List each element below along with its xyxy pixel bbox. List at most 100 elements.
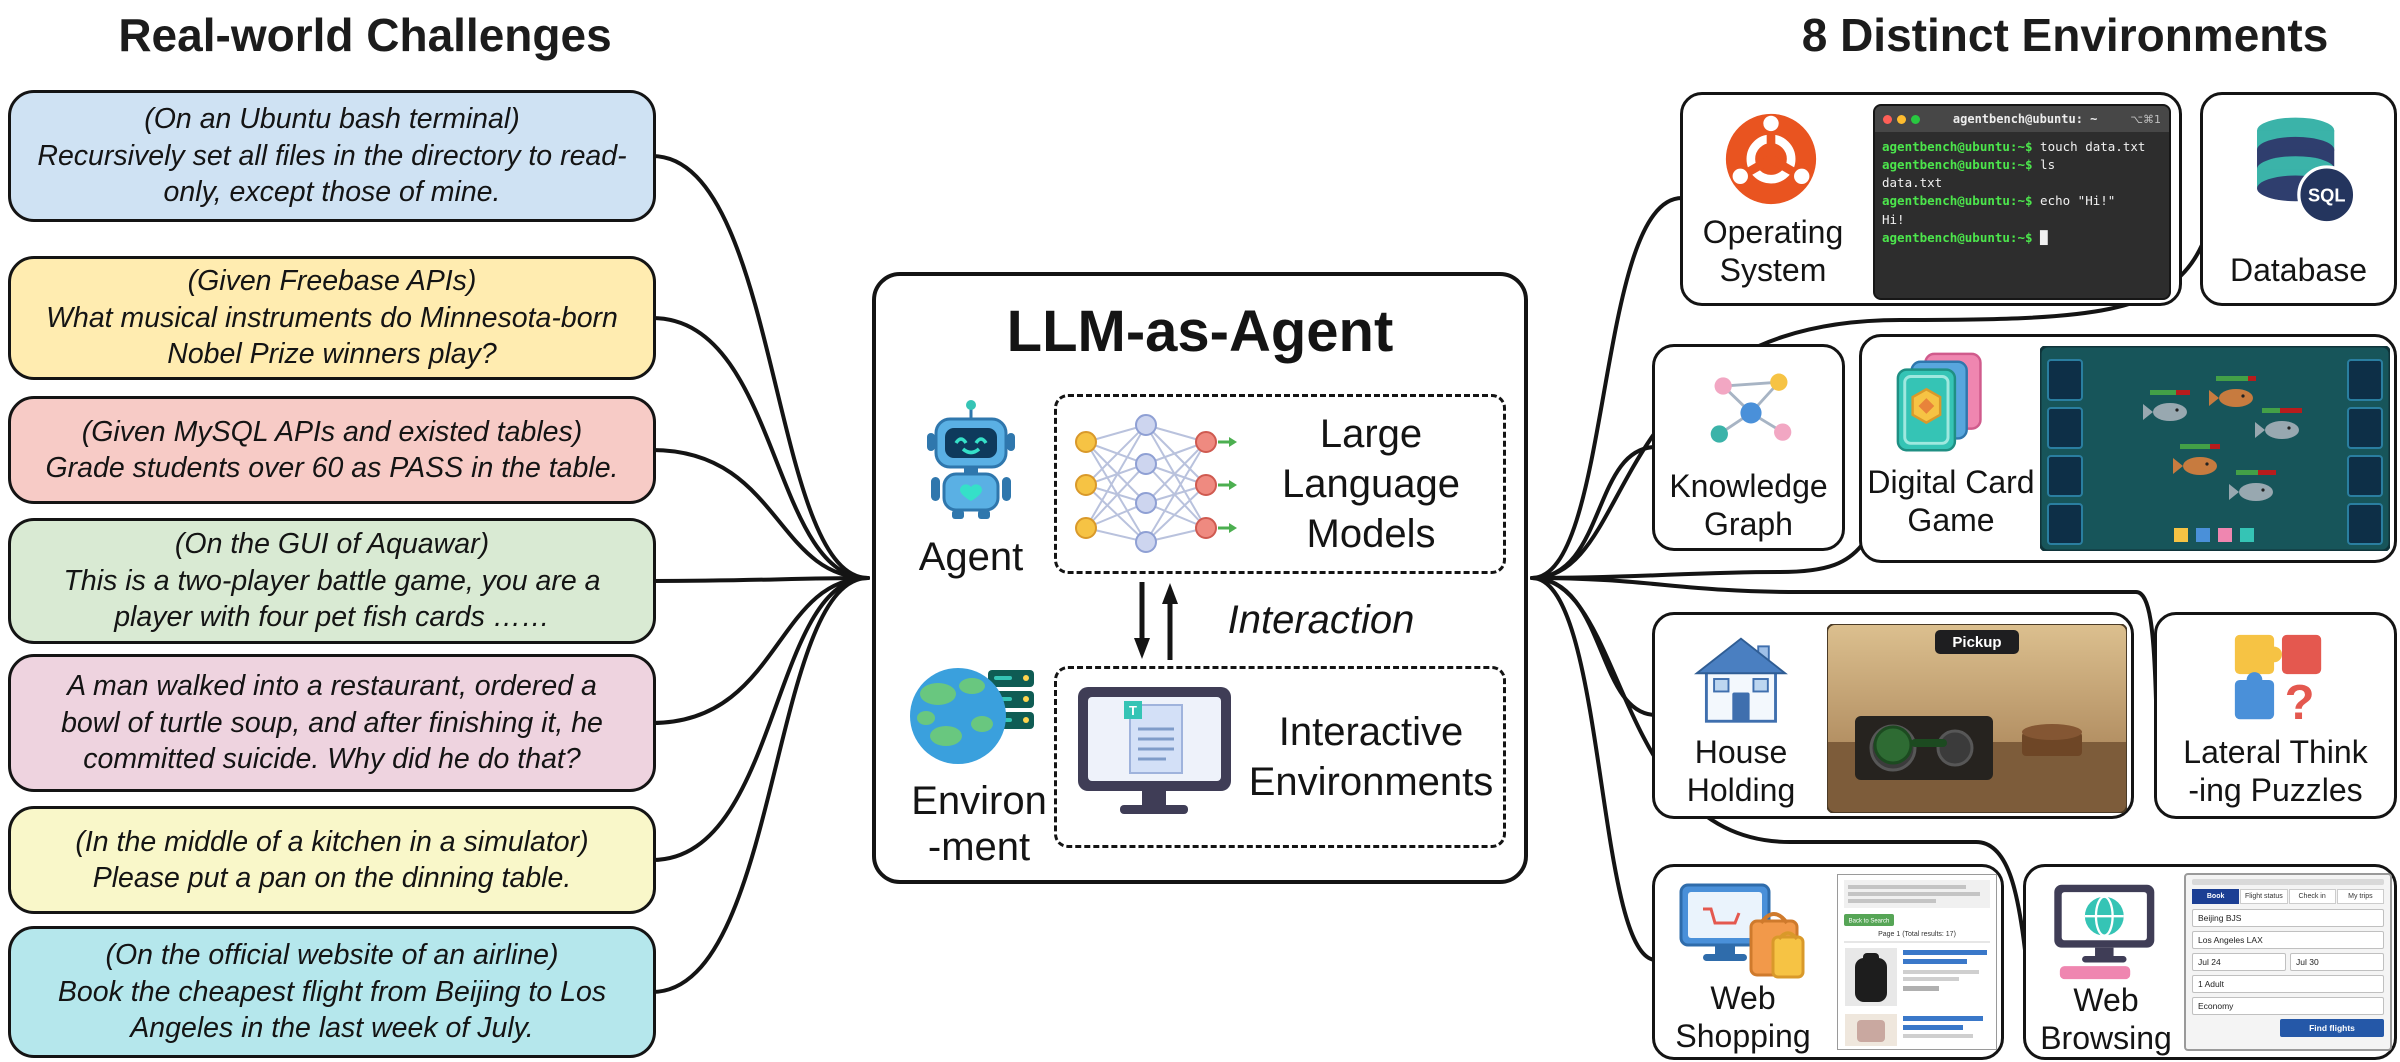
card-game-screenshot: [2040, 346, 2390, 551]
challenge-context: (On an Ubuntu bash terminal): [144, 103, 520, 136]
envbox-database: SQL Database: [2200, 92, 2397, 306]
left-card-column: [2047, 359, 2083, 545]
env-label-lateral-thinking-puzzles: Lateral Think -ing Puzzles: [2183, 734, 2368, 809]
terminal-shortcut-badge: ⌥⌘1: [2130, 112, 2161, 126]
challenge-text: Book the cheapest flight from Beijing to…: [57, 975, 607, 1045]
results-count-text: Page 1 (Total results: 17): [1878, 931, 1956, 938]
svg-text:Back to Search: Back to Search: [1849, 919, 1890, 925]
find-flights-button: Find flights: [2280, 1019, 2384, 1037]
maximize-icon: [1911, 114, 1920, 124]
envbox-digital-card-game: Digital Card Game: [1859, 334, 2397, 563]
monitor-document-icon: T: [1078, 687, 1231, 814]
env-label-digital-card-game: Digital Card Game: [1867, 464, 2035, 539]
cabin-select: Economy: [2192, 997, 2384, 1015]
challenge-ubuntu-terminal: (On an Ubuntu bash terminal) Recursively…: [8, 90, 656, 222]
connector-line: [650, 576, 870, 583]
llm-dashed-box: Large Language Models: [1054, 394, 1506, 574]
connector-line: [1530, 196, 1684, 580]
challenge-mysql-apis: (Given MySQL APIs and existed tables) Gr…: [8, 396, 656, 504]
llm-label: Large Language Models: [1282, 412, 1460, 556]
travelers-field: 1 Adult: [2192, 975, 2384, 993]
connector-line: [1530, 576, 1658, 717]
house-icon: [1694, 637, 1788, 723]
env-label-knowledge-graph: Knowledge Graph: [1669, 468, 1828, 543]
to-field: Los Angeles LAX: [2192, 931, 2384, 949]
challenge-context: (Given Freebase APIs): [187, 265, 477, 298]
envbox-lateral-thinking-puzzles: ? Lateral Think -ing Puzzles: [2154, 612, 2397, 819]
envbox-operating-system: Operating System agentbench@ubuntu: ~ ⌥⌘…: [1680, 92, 2182, 306]
date-row: Jul 24 Jul 30: [2192, 953, 2384, 975]
llm-as-agent-box: LLM-as-Agent Agent: [872, 272, 1528, 884]
challenge-context: (Given MySQL APIs and existed tables): [81, 415, 583, 448]
interaction-arrows-icon: [1134, 582, 1178, 660]
interactive-env-label: Interactive Environments: [1248, 710, 1494, 804]
agent-label: Agent: [918, 535, 1024, 579]
left-section-title: Real-world Challenges: [118, 9, 612, 61]
terminal-titlebar: agentbench@ubuntu: ~ ⌥⌘1: [1875, 106, 2169, 132]
env-label-database: Database: [2230, 252, 2367, 288]
puzzle-icon: ?: [2234, 634, 2322, 729]
svg-text:?: ?: [2285, 676, 2315, 729]
pan: [1873, 725, 1913, 765]
env-label-web-browsing: Web Browsing: [2040, 982, 2172, 1057]
flight-booking-screenshot: Book Flight status Check in My trips Bei…: [2184, 873, 2392, 1051]
back-to-search-button: [1844, 914, 1894, 926]
challenge-context: (On the GUI of Aquawar): [174, 528, 490, 561]
connector-line: [650, 576, 870, 725]
envbox-house-holding: House Holding Pickup: [1652, 612, 2134, 819]
challenge-freebase-apis: (Given Freebase APIs) What musical instr…: [8, 256, 656, 380]
challenge-context: (On the official website of an airline): [105, 939, 559, 972]
booking-tabs: Book Flight status Check in My trips: [2192, 889, 2384, 904]
challenge-kitchen-simulator: (In the middle of a kitchen in a simulat…: [8, 806, 656, 914]
close-icon: [1883, 114, 1892, 124]
bottom-card-row: [2174, 528, 2254, 542]
site-header-bar: [2192, 879, 2384, 885]
web-shopping-icon: [1679, 883, 1805, 979]
challenge-text: What musical instruments do Minnesota-bo…: [46, 301, 618, 371]
connector-line: [1530, 576, 2158, 702]
envbox-knowledge-graph: Knowledge Graph: [1652, 344, 1845, 551]
llm-as-agent-title: LLM-as-Agent: [1006, 299, 1394, 364]
tab-check-in: Check in: [2288, 889, 2336, 904]
challenge-lateral-thinking: A man walked into a restaurant, ordered …: [8, 654, 656, 792]
database-icon: SQL: [2257, 117, 2357, 225]
depart-date-field: Jul 24: [2192, 953, 2286, 971]
terminal-title: agentbench@ubuntu: ~: [1952, 112, 2098, 126]
challenge-text: Grade students over 60 as PASS in the ta…: [45, 452, 619, 484]
web-shopping-screenshot: Back to Search Page 1 (Total results: 17…: [1837, 874, 1997, 1050]
right-card-column: [2347, 359, 2383, 545]
card-game-icon: [1896, 352, 1982, 452]
robot-agent-icon: [927, 400, 1015, 519]
env-label-house-holding: House Holding: [1686, 734, 1796, 809]
connector-line: [650, 448, 870, 580]
connector-line: [650, 576, 870, 862]
env-label-operating-system: Operating System: [1702, 214, 1844, 289]
knowledge-graph-icon: [1710, 373, 1792, 443]
svg-text:T: T: [1129, 703, 1137, 718]
env-label-web-shopping: Web Shopping: [1675, 980, 1811, 1055]
tab-flight-status: Flight status: [2240, 889, 2288, 904]
interaction-label: Interaction: [1227, 598, 1415, 642]
challenge-text: Please put a pan on the dinning table.: [92, 862, 572, 894]
minimize-icon: [1897, 114, 1906, 124]
fish-sprites: [2143, 376, 2302, 501]
ubuntu-logo-icon: [1725, 113, 1817, 205]
product-listing: [1845, 948, 1987, 1046]
neural-network-icon: [1075, 414, 1237, 553]
pickup-label-pill: [1935, 630, 2019, 654]
challenge-text: Recursively set all files in the directo…: [37, 139, 627, 209]
connector-line: [650, 154, 870, 580]
tab-my-trips: My trips: [2336, 889, 2384, 904]
connector-line: [650, 316, 870, 580]
challenge-airline-website: (On the official website of an airline) …: [8, 926, 656, 1058]
challenge-context: (In the middle of a kitchen in a simulat…: [75, 825, 589, 858]
svg-text:SQL: SQL: [2308, 184, 2345, 205]
terminal-screenshot: agentbench@ubuntu: ~ ⌥⌘1 agentbench@ubun…: [1873, 104, 2171, 300]
kitchen-screenshot: Pickup: [1827, 624, 2127, 813]
challenge-aquawar-gui: (On the GUI of Aquawar) This is a two-pl…: [8, 518, 656, 644]
environment-label: Environ -ment: [911, 779, 1047, 869]
challenge-text: This is a two-player battle game, you ar…: [63, 564, 601, 634]
from-field: Beijing BJS: [2192, 909, 2384, 927]
